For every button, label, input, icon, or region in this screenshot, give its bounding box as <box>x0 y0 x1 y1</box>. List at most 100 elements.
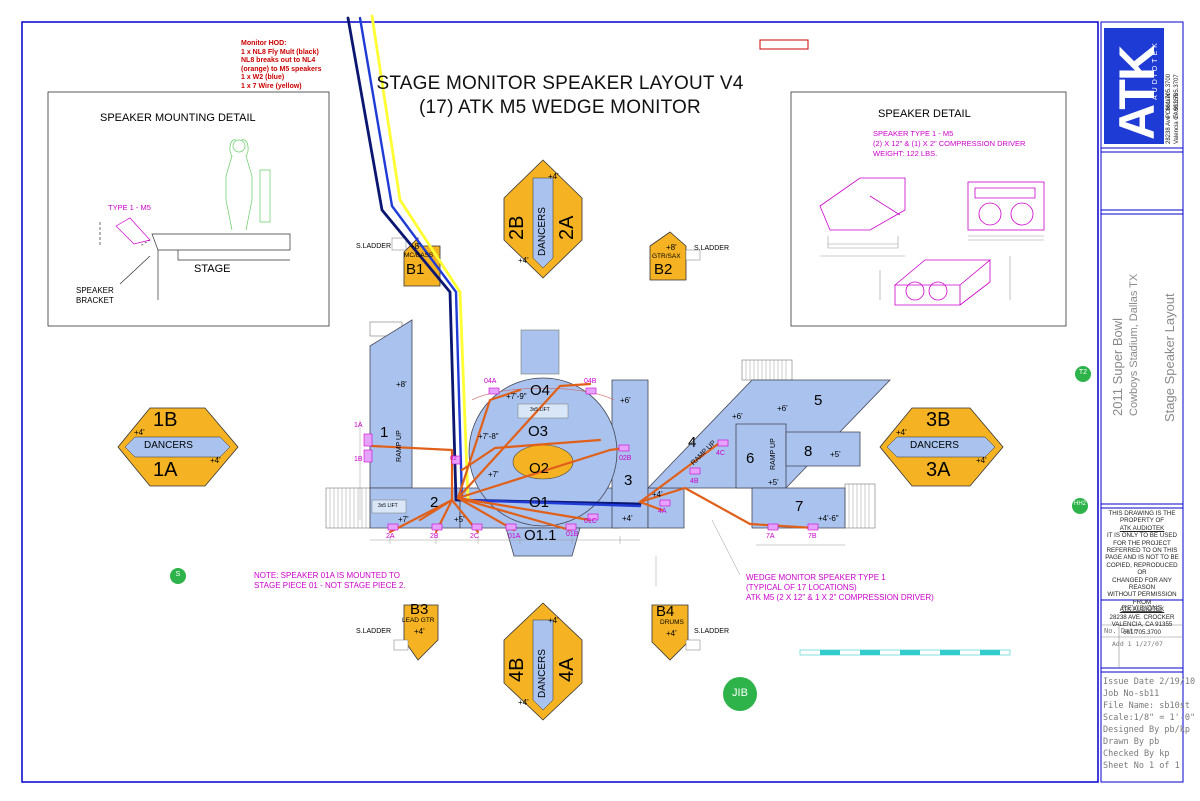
dancer-riser-4b: 4B <box>506 657 528 682</box>
elev-label: +7' <box>488 470 499 479</box>
marker-hh2: HH2 <box>1073 501 1086 507</box>
dancer-riser-3a: 3A <box>926 459 951 481</box>
project-line-3: Stage Speaker Layout <box>1162 293 1177 422</box>
elev-label: +7'-9" <box>506 392 527 401</box>
dancers-label-3: DANCERS <box>910 440 959 451</box>
riser-b4-sub: DRUMS <box>660 619 684 626</box>
elev-label: +4'-6" <box>818 514 839 523</box>
notice-line: PAGE AND IS NOT TO BE <box>1105 554 1179 562</box>
monitor-id: 1A <box>354 422 363 429</box>
title-line-1: STAGE MONITOR SPEAKER LAYOUT V4 <box>376 73 744 94</box>
speaker-detail-line-2: (2) X 12" & (1) X 2" COMPRESSION DRIVER <box>873 139 1026 148</box>
ramp-label-6: RAMP UP <box>770 438 777 470</box>
monitor-id: 2C <box>470 533 479 540</box>
monitor-id: 01A <box>508 533 521 540</box>
ramp-label-1: RAMP UP <box>396 430 403 462</box>
monitor-id: 1B <box>354 456 363 463</box>
riser-b2-id: B2 <box>654 261 673 278</box>
stage-label-o1: O1 <box>529 494 550 511</box>
stage-label-7: 7 <box>795 498 804 515</box>
monitor-hod-line: 1 x W2 (blue) <box>241 74 285 81</box>
atk-logo-block <box>1104 28 1164 144</box>
file-name: File Name: sb10st <box>1103 701 1190 711</box>
mounting-detail-heading: SPEAKER MOUNTING DETAIL <box>100 112 256 124</box>
scale: Scale:1/8" = 1'-0" <box>1103 713 1196 723</box>
dancer-riser-1a: 1A <box>153 459 178 481</box>
monitor-hod-line: (orange) to M5 speakers <box>241 65 322 73</box>
notice-line: COPIED, REPRODUCED OR <box>1106 561 1178 577</box>
riser-b2-shape <box>649 231 687 281</box>
atk-address-2: Valencia CA 91355 <box>1174 93 1180 144</box>
stage-label: STAGE <box>194 263 231 275</box>
notice-line: REFERRED TO ON THIS <box>1106 547 1178 555</box>
notice-line: ATK AUDIOTEK <box>1119 606 1165 614</box>
atk-logo-sub: AUDIOTEK <box>1152 40 1159 100</box>
stage-piece-8 <box>785 431 861 467</box>
dancer-riser-1b: 1B <box>153 409 178 431</box>
title-line-2: (17) ATK M5 WEDGE MONITOR <box>419 97 701 118</box>
monitor-hod-line: 1 x 7 Wire (yellow) <box>241 82 302 90</box>
project-line-2: Cowboys Stadium, Dallas TX <box>1128 273 1140 416</box>
stair-treads <box>329 360 870 528</box>
mounting-detail-frame <box>47 91 330 327</box>
note-01a-line-2: STAGE PIECE 01 - NOT STAGE PIECE 2. <box>254 581 406 590</box>
elev-label: +4' <box>652 490 663 499</box>
dancer-elev: +4' <box>134 428 145 437</box>
speaker-detail-line-1: SPEAKER TYPE 1 - M5 <box>873 129 954 138</box>
speaker-detail-drawing <box>819 177 1045 306</box>
notice-line: 28238 AVE. CROCKER <box>1109 613 1175 621</box>
monitor-id: 7B <box>808 533 817 540</box>
elev-label: +6' <box>732 412 743 421</box>
monitor-id: 02 <box>450 456 457 462</box>
stage-piece-1 <box>369 319 413 489</box>
ownership-notice: THIS DRAWING IS THE PROPERTY OF ATK AUDI… <box>1102 510 1182 636</box>
project-line-1: 2011 Super Bowl <box>1110 317 1125 416</box>
monitor-id: 4C <box>716 450 725 457</box>
wedge-note-line-2: (TYPICAL OF 17 LOCATIONS) <box>746 583 857 592</box>
dancer-elev: +4' <box>896 428 907 437</box>
note-01a-line-1: NOTE: SPEAKER 01A IS MOUNTED TO <box>254 571 400 580</box>
riser-b3-shape <box>403 604 439 661</box>
monitor-id: 2B <box>430 533 439 540</box>
marker-jib: JIB <box>732 687 748 699</box>
stage-label-o11: O1.1 <box>524 527 557 544</box>
dancer-riser-2b: 2B <box>506 215 528 240</box>
stairs <box>325 321 876 529</box>
notice-line: PROPERTY OF <box>1119 517 1165 525</box>
speaker-detail-heading: SPEAKER DETAIL <box>878 108 971 120</box>
monitor-id: 4B <box>690 478 699 485</box>
dancer-elev: +4' <box>518 256 529 265</box>
elev-label: +5' <box>830 450 841 459</box>
notice-line: WITHOUT PERMISSION FROM <box>1107 591 1177 606</box>
revisions-header: No. Date <box>1104 627 1138 635</box>
riser-b4-ladder: S.LADDER <box>694 628 730 635</box>
riser-b1-ladder: S.LADDER <box>356 243 392 250</box>
notice-line: IT IS ONLY TO BE USED <box>1107 532 1177 540</box>
elev-label: +5' <box>768 478 779 487</box>
elev-label: +7' <box>398 515 409 524</box>
round-stage <box>371 377 618 527</box>
riser-b4-elev: +4' <box>666 629 677 638</box>
wedge-note-line-1: WEDGE MONITOR SPEAKER TYPE 1 <box>746 573 886 582</box>
dancer-elev: +4' <box>548 172 559 181</box>
dimension-lines <box>359 420 845 586</box>
monitor-id: 04A <box>484 378 497 385</box>
stage-decks <box>369 319 891 557</box>
cable-7-wire-yellow <box>370 14 470 502</box>
monitor-id: 7A <box>766 533 775 540</box>
riser-b3-ladder: S.LADDER <box>356 628 392 635</box>
designed-by: Designed By pb/kp <box>1103 725 1190 735</box>
lift-label-2: 3x5 LIFT <box>378 503 398 509</box>
monitor-id: 01B <box>566 531 579 538</box>
dancer-elev: +4' <box>518 698 529 707</box>
dancer-riser-4a: 4A <box>556 657 578 682</box>
notice-line: 661.705.3700 <box>1123 628 1161 636</box>
drawing-border <box>21 21 1099 783</box>
sheet-number: Sheet No 1 of 1 <box>1103 761 1180 771</box>
riser-b2-elev: +8' <box>666 243 677 252</box>
monitor-id: 04B <box>584 378 597 385</box>
riser-b2-ladder: S.LADDER <box>694 245 730 252</box>
title-block-border <box>1100 21 1184 783</box>
riser-b3-sub: LEAD GTR <box>402 617 435 624</box>
